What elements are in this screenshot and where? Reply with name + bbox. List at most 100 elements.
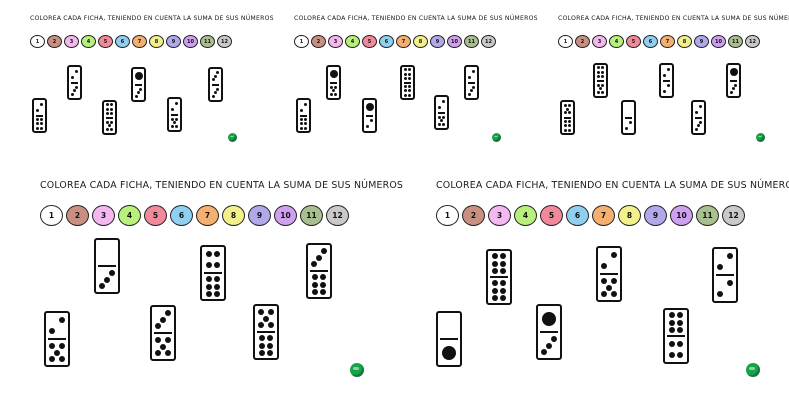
domino-bottom-half — [488, 278, 510, 303]
domino-tile[interactable] — [326, 65, 341, 100]
legend-circle-4: 4 — [609, 35, 624, 48]
domino-pip — [694, 110, 698, 114]
domino-pip — [677, 312, 684, 318]
domino-pip — [542, 311, 556, 326]
domino-pip — [332, 89, 335, 93]
domino-tile[interactable] — [659, 63, 674, 98]
domino-top-half — [665, 310, 687, 335]
domino-pip — [175, 117, 179, 121]
domino-pip — [606, 284, 612, 291]
domino-pip — [170, 117, 174, 121]
domino-pip — [267, 321, 274, 328]
domino-pip — [677, 327, 684, 333]
domino-pip — [408, 84, 412, 88]
worksheet-card-4: COLOREA CADA FICHA, TENIENDO EN CUENTA L… — [40, 180, 403, 385]
domino-tile[interactable] — [712, 247, 738, 303]
domino-bottom-half — [133, 86, 144, 101]
domino-tile[interactable] — [663, 308, 689, 364]
domino-pip — [311, 281, 318, 288]
domino-pip — [563, 111, 567, 115]
domino-tile[interactable] — [32, 98, 47, 133]
domino-pip — [668, 327, 675, 333]
domino-pip — [311, 289, 318, 295]
domino-pip — [258, 342, 265, 349]
legend-circle-8: 8 — [222, 205, 245, 226]
domino-top-half — [210, 69, 221, 84]
legend-circle-12: 12 — [217, 35, 232, 48]
domino-tile[interactable] — [691, 100, 706, 135]
domino-tile[interactable] — [167, 97, 182, 132]
domino-bottom-half — [661, 82, 672, 97]
legend-circle-7: 7 — [132, 35, 147, 48]
domino-tile[interactable] — [434, 95, 449, 130]
domino-tile[interactable] — [102, 100, 117, 135]
domino-pip — [500, 295, 507, 301]
domino-pip — [263, 315, 269, 322]
domino-tile[interactable] — [436, 311, 462, 367]
domino-tile[interactable] — [67, 65, 82, 100]
domino-bottom-half — [466, 84, 477, 99]
legend-circle-5: 5 — [362, 35, 377, 48]
domino-pip — [596, 66, 600, 70]
domino-pip — [563, 124, 567, 128]
domino-pip — [546, 342, 552, 349]
legend-circle-7: 7 — [592, 205, 615, 226]
domino-tile[interactable] — [486, 249, 512, 305]
domino-tile[interactable] — [726, 63, 741, 98]
domino-divider — [540, 331, 558, 333]
domino-tile[interactable] — [560, 100, 575, 135]
domino-pip — [500, 280, 507, 286]
legend-circle-1: 1 — [30, 35, 45, 48]
domino-bottom-half — [562, 119, 573, 134]
domino-tile[interactable] — [536, 304, 562, 360]
domino-pip — [304, 117, 308, 121]
domino-pip — [491, 287, 498, 294]
domino-pip — [601, 263, 608, 269]
domino-divider — [310, 270, 328, 272]
domino-tile[interactable] — [44, 311, 70, 367]
domino-bottom-half — [328, 84, 339, 99]
domino-tile[interactable] — [464, 65, 479, 100]
domino-tile[interactable] — [200, 245, 226, 301]
domino-pip — [403, 72, 407, 76]
domino-divider — [48, 338, 66, 340]
domino-pip — [408, 77, 412, 81]
domino-tile[interactable] — [296, 98, 311, 133]
domino-tile[interactable] — [362, 98, 377, 133]
domino-bottom-half — [402, 84, 413, 99]
domino-pip — [568, 124, 572, 128]
domino-pip — [668, 319, 675, 326]
domino-tile[interactable] — [253, 304, 279, 360]
legend-circle-2: 2 — [47, 35, 62, 48]
domino-tile[interactable] — [400, 65, 415, 100]
domino-pip — [729, 90, 733, 94]
domino-top-half — [538, 306, 560, 331]
domino-tile[interactable] — [596, 246, 622, 302]
domino-pip — [491, 280, 498, 286]
domino-pip — [403, 93, 407, 97]
domino-pip — [662, 73, 666, 77]
domino-tile[interactable] — [94, 238, 120, 294]
domino-pip — [729, 68, 738, 77]
domino-pip — [160, 343, 166, 350]
domino-tile[interactable] — [621, 100, 636, 135]
domino-pip — [258, 335, 265, 341]
domino-top-half — [488, 251, 510, 276]
domino-pip — [442, 115, 446, 119]
domino-tile[interactable] — [306, 243, 332, 299]
domino-tile[interactable] — [150, 305, 176, 361]
domino-tile[interactable] — [131, 67, 146, 102]
legend-circle-7: 7 — [196, 205, 219, 226]
legend-circle-10: 10 — [183, 35, 198, 48]
domino-pip — [110, 112, 114, 116]
legend-circle-4: 4 — [81, 35, 96, 48]
domino-tile[interactable] — [208, 67, 223, 102]
domino-top-half — [169, 99, 180, 114]
domino-top-half — [728, 65, 739, 80]
instruction-title: COLOREA CADA FICHA, TENIENDO EN CUENTA L… — [30, 15, 274, 22]
domino-tile[interactable] — [593, 63, 608, 98]
domino-pip — [500, 253, 507, 259]
